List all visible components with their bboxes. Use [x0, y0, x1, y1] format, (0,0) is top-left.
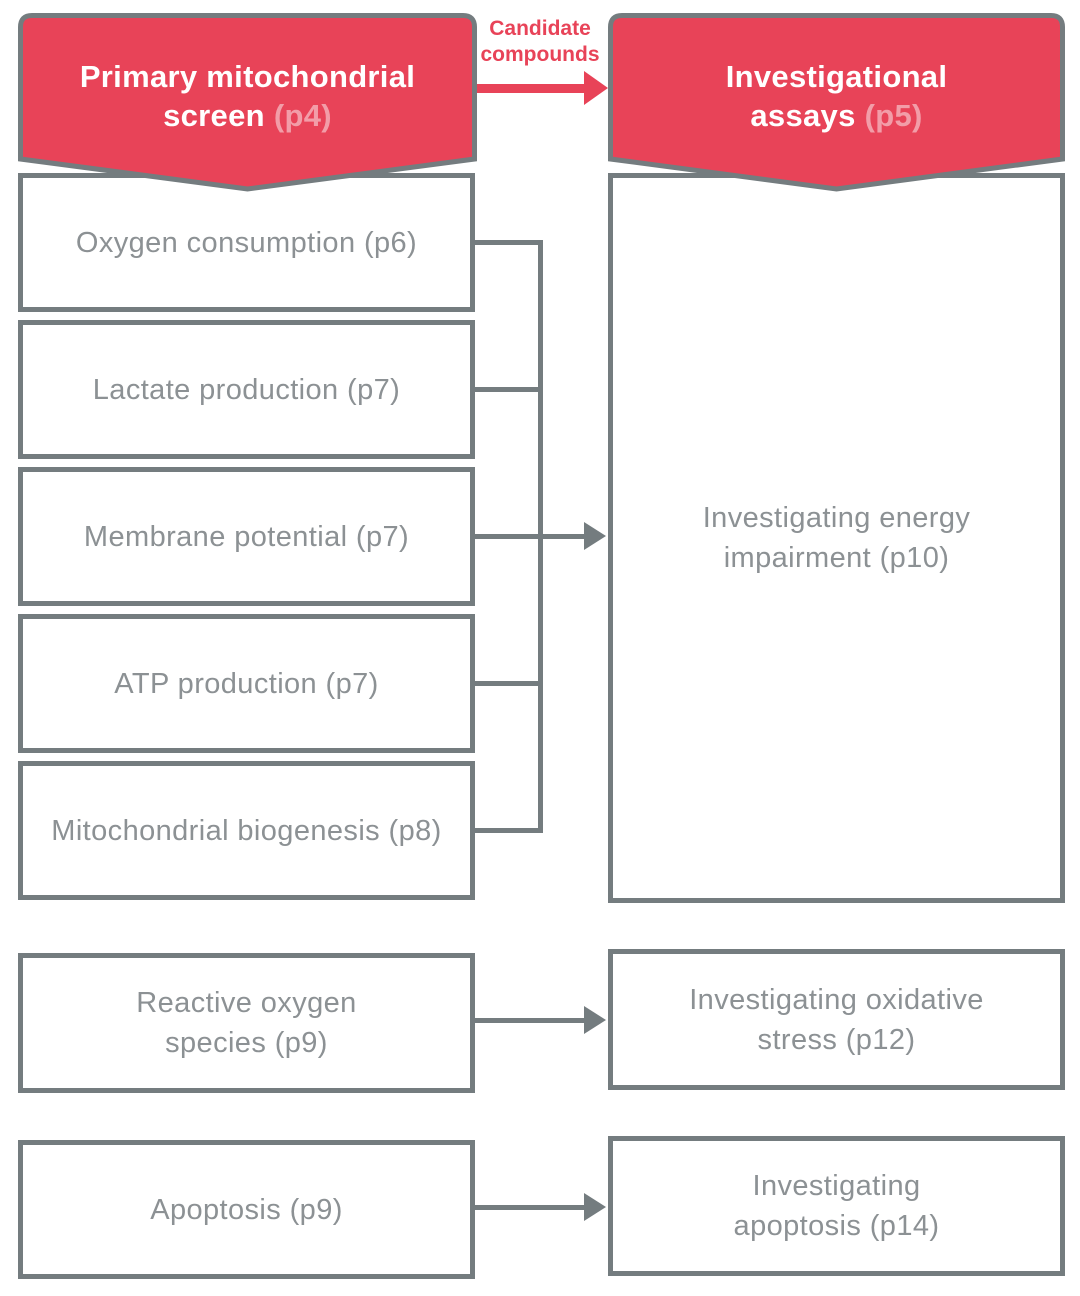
investigational-assays-banner: Investigational assays(p5): [608, 36, 1065, 156]
assay-box-label: Investigating energy impairment (p10): [702, 502, 971, 574]
candidate-compounds-arrow-head-icon: [584, 71, 608, 105]
screen-box-label: Membrane potential (p7): [83, 520, 410, 553]
primary-screen-banner-page: (p4): [273, 98, 332, 133]
screen-box-label: ATP production (p7): [114, 667, 379, 700]
arrow-oxidative-line: [472, 1018, 586, 1023]
assay-box-label: Investigating oxidative stress (p12): [689, 983, 984, 1056]
arrow-oxidative-head-icon: [584, 1006, 606, 1034]
screen-box-label: Oxygen consumption (p6): [75, 226, 418, 259]
screen-box-oxygen-consumption: Oxygen consumption (p6): [18, 173, 475, 312]
arrow-apoptosis-head-icon: [584, 1193, 606, 1221]
screen-box-atp-production: ATP production (p7): [18, 614, 475, 753]
primary-screen-banner-shape: [18, 13, 477, 192]
assay-box-oxidative-stress: Investigating oxidative stress (p12): [608, 949, 1065, 1090]
investigational-assays-banner-shape: [608, 13, 1065, 192]
assay-box-label: Investigating apoptosis (p14): [733, 1170, 940, 1242]
primary-screen-banner-label: Primary mitochondrial screen: [79, 59, 416, 133]
screen-box-label: Mitochondrial biogenesis (p8): [51, 814, 442, 847]
screen-box-label: Apoptosis (p9): [150, 1193, 343, 1226]
screen-box-apoptosis: Apoptosis (p9): [18, 1140, 475, 1279]
primary-screen-banner: Primary mitochondrial screen(p4): [18, 36, 477, 156]
investigational-assays-banner-label: Investigational assays: [725, 59, 948, 133]
investigational-assays-banner-page: (p5): [864, 98, 923, 133]
connector-stub-oxygen: [470, 240, 543, 245]
connector-stub-atp: [470, 681, 543, 686]
connector-stub-biogenesis: [470, 828, 543, 833]
screen-box-reactive-oxygen-species: Reactive oxygen species (p9): [18, 953, 475, 1093]
screen-box-mitochondrial-biogenesis: Mitochondrial biogenesis (p8): [18, 761, 475, 900]
assay-box-energy-impairment: Investigating energy impairment (p10): [608, 173, 1065, 903]
arrow-energy-head-icon: [584, 522, 606, 550]
connector-stub-lactate: [470, 387, 543, 392]
candidate-compounds-label: Candidate compounds: [480, 17, 600, 66]
screen-box-lactate-production: Lactate production (p7): [18, 320, 475, 459]
screen-box-label: Lactate production (p7): [92, 373, 401, 406]
arrow-apoptosis-line: [472, 1205, 586, 1210]
screen-box-label: Reactive oxygen species (p9): [136, 987, 357, 1059]
arrow-energy-line: [470, 534, 586, 539]
assay-box-apoptosis: Investigating apoptosis (p14): [608, 1136, 1065, 1276]
candidate-compounds-arrow-line: [476, 84, 586, 93]
screen-box-membrane-potential: Membrane potential (p7): [18, 467, 475, 606]
